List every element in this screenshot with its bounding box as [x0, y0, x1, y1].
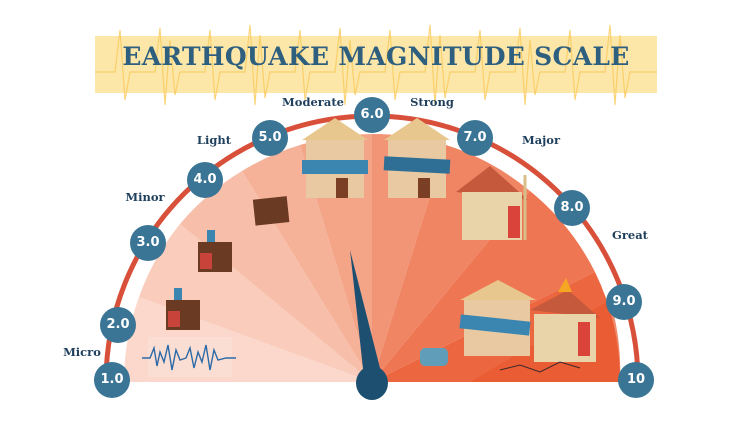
house-great-destroyed-icon [420, 278, 600, 373]
label-moderate: Moderate [282, 95, 344, 109]
gauge-needle [350, 250, 388, 400]
label-great: Great [612, 228, 648, 242]
label-strong: Strong [410, 95, 454, 109]
badge-10: 10 [618, 362, 654, 398]
nightstand-icon [166, 196, 290, 330]
label-micro: Micro [63, 345, 101, 359]
house-moderate-icon [302, 118, 368, 198]
badge-9-0: 9.0 [606, 284, 642, 320]
page-title: EARTHQUAKE MAGNITUDE SCALE [122, 42, 630, 71]
badge-2-0: 2.0 [100, 307, 136, 343]
house-major-icon [456, 166, 528, 240]
badge-3-0: 3.0 [130, 225, 166, 261]
label-major: Major [521, 133, 561, 147]
badge-8-0: 8.0 [554, 190, 590, 226]
label-light: Light [196, 133, 232, 147]
seismograph-wave-icon [95, 24, 657, 106]
badge-7-0: 7.0 [457, 120, 493, 156]
badge-4-0: 4.0 [187, 162, 223, 198]
label-minor: Minor [125, 190, 165, 204]
badge-5-0: 5.0 [252, 120, 288, 156]
badge-6-0: 6.0 [354, 97, 390, 133]
seismogram-icon [142, 337, 236, 377]
title-banner [95, 24, 657, 106]
house-strong-icon [383, 118, 451, 198]
badge-1-0: 1.0 [94, 362, 130, 398]
